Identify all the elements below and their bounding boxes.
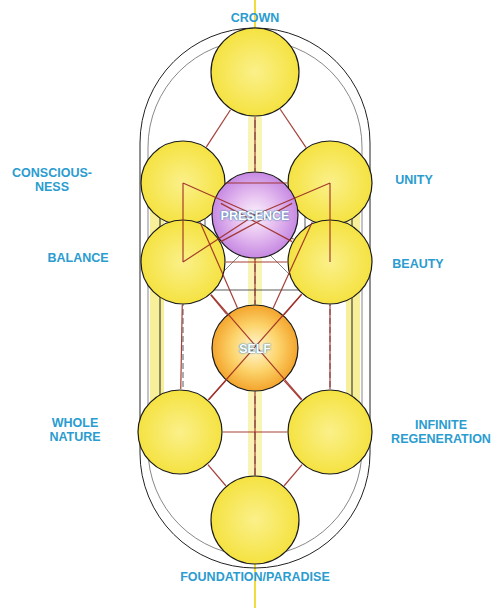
path-line <box>226 262 287 263</box>
path-line <box>181 305 182 389</box>
path-line <box>221 203 292 241</box>
path-line <box>330 183 331 262</box>
sephira-label: CONSCIOUS- NESS <box>7 166 97 194</box>
path-line <box>255 392 256 475</box>
path-line <box>183 183 184 262</box>
sephira-circle: SELF <box>211 304 299 392</box>
sephira-circle: WHOLE NATURE <box>137 389 223 475</box>
circle-outline <box>140 219 226 305</box>
sephira-circle: INFINITE REGENERATION <box>287 389 373 475</box>
sephira-label: WHOLE NATURE <box>32 416 118 444</box>
path-line <box>284 294 302 314</box>
path-line <box>208 465 226 486</box>
path-line <box>330 305 331 389</box>
sephira-label: FOUNDATION/PARADISE <box>135 570 375 584</box>
path-line <box>284 381 301 400</box>
path-line <box>211 295 302 400</box>
circle-outline <box>137 389 223 475</box>
sephira-label: INFINITE REGENERATION <box>386 418 496 446</box>
sephira-circle: PRESENCE <box>211 171 299 259</box>
path-line <box>223 432 287 433</box>
sephira-label: BALANCE <box>33 251 123 265</box>
path-line <box>183 215 255 262</box>
path-line <box>280 109 306 147</box>
sephira-circle: BEAUTY <box>287 219 373 305</box>
sephira-circle: FOUNDATION/PARADISE <box>210 475 300 565</box>
path-line <box>255 183 330 215</box>
circle-outline <box>287 389 373 475</box>
path-line <box>211 295 227 314</box>
sephira-circle: UNITY <box>287 140 373 226</box>
path-line <box>255 259 256 304</box>
path-line <box>284 465 302 486</box>
path-line <box>255 117 256 171</box>
path-line <box>221 203 292 241</box>
sephira-label: CROWN <box>155 11 355 25</box>
circle-outline <box>287 140 373 226</box>
path-line <box>292 238 293 240</box>
sephira-label: BEAUTY <box>373 257 463 271</box>
circle-outline <box>210 27 300 117</box>
path-line <box>208 294 301 400</box>
path-line <box>226 183 287 184</box>
path-line <box>206 110 230 147</box>
sephira-label: UNITY <box>374 173 454 187</box>
sephira-name: PRESENCE <box>210 209 300 223</box>
sephira-circle: BALANCE <box>140 219 226 305</box>
path-line <box>209 381 226 400</box>
path-line <box>183 183 255 215</box>
path-line <box>200 222 237 307</box>
sephira-circle: CROWN <box>210 27 300 117</box>
circle-outline <box>210 475 300 565</box>
circle-outline <box>287 219 373 305</box>
path-line <box>273 222 312 308</box>
sephira-name: SELF <box>215 342 295 356</box>
